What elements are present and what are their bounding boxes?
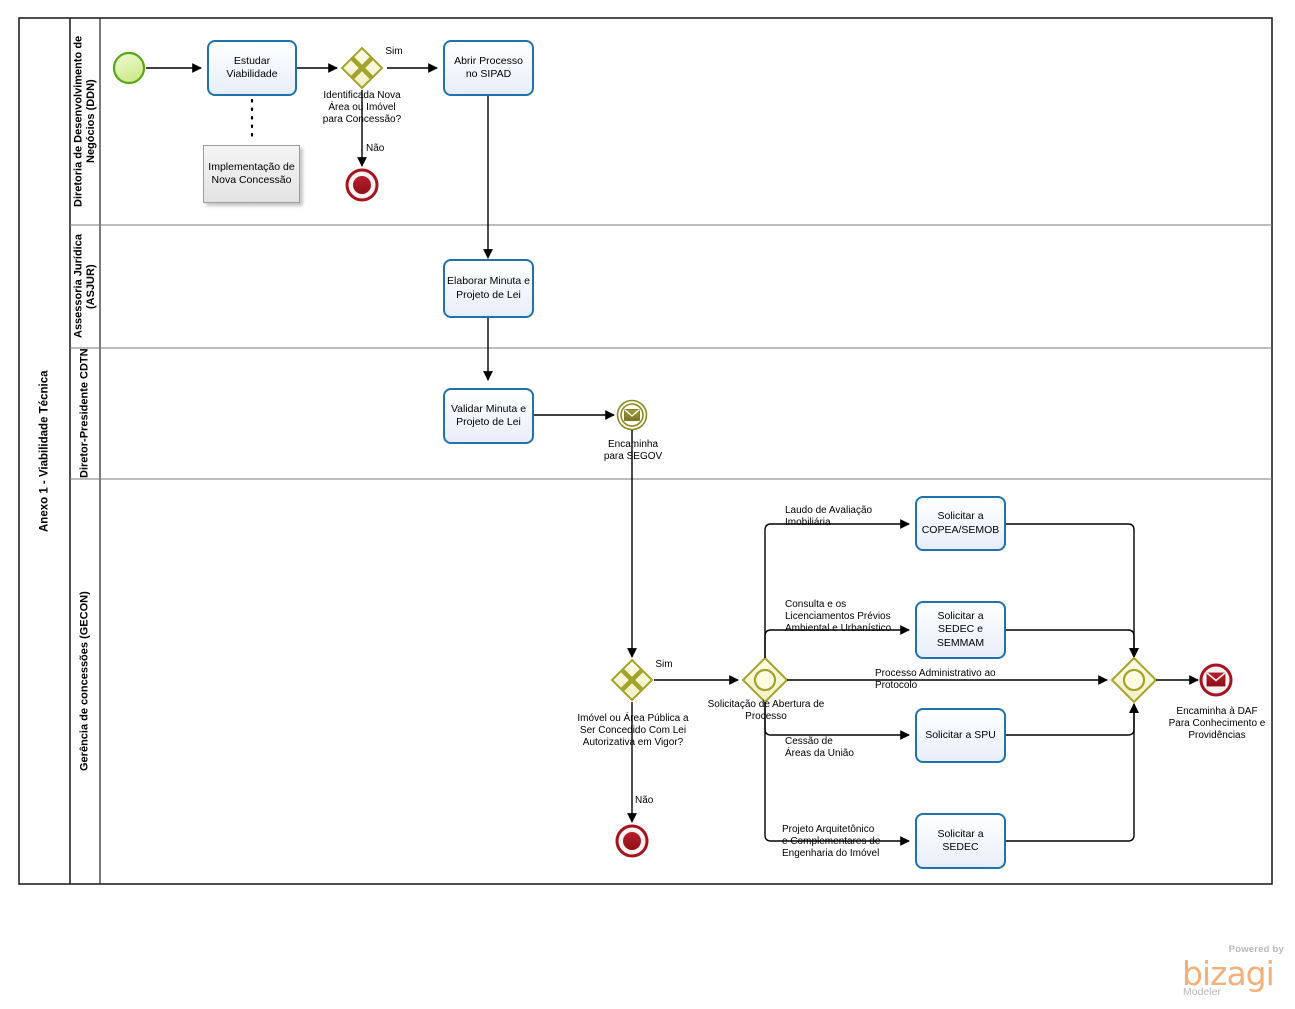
- event-label-encaminha-segov: Encaminha para SEGOV: [603, 439, 663, 463]
- end-message-daf-shape: [1199, 663, 1233, 697]
- flow-label-cessao-areas: Cessão de Áreas da União: [785, 736, 854, 760]
- gw-identificada-area-shape: [340, 46, 384, 90]
- task-solicitar-sedec-semmam[interactable]: Solicitar a SEDEC e SEMMAM: [915, 601, 1006, 659]
- task-abrir-processo-sipad[interactable]: Abrir Processo no SIPAD: [443, 40, 534, 96]
- pool-frame: [18, 17, 1273, 885]
- flow-label-processo-administrativo: Processo Administrativo ao Protocolo: [875, 668, 996, 692]
- gateway-label-identificada-area: Identificada Nova Área ou Imóvel para Co…: [322, 90, 402, 126]
- bizagi-edition-label: Modeler: [1183, 986, 1221, 998]
- task-solicitar-sedec[interactable]: Solicitar a SEDEC: [915, 813, 1006, 869]
- task-validar-minuta[interactable]: Validar Minuta e Projeto de Lei: [443, 388, 534, 444]
- lane-title-ddn: Diretoria de Desenvolvimento de Negócios…: [72, 35, 97, 208]
- task-estudar-viabilidade[interactable]: Estudar Viabilidade: [207, 40, 297, 96]
- end-event-nao-ddn-shape: [345, 168, 379, 202]
- gw-solicitacao-abertura-shape: [741, 656, 789, 704]
- task-solicitar-copea-semob[interactable]: Solicitar a COPEA/SEMOB: [915, 496, 1006, 551]
- flow-sedec-semmam-to-merge: [1006, 629, 1139, 658]
- flow-label-projeto-arquitetonico: Projeto Arquitetônico e Complementares d…: [782, 824, 881, 860]
- lane-title-dirpres: Diretor-Presidente CDTN: [78, 348, 91, 479]
- lane-title-asjur: Assessoria Jurídica (ASJUR): [72, 234, 97, 339]
- gw-merge-shape: [1110, 656, 1158, 704]
- flow-branch-projeto-arquitetonico: [764, 702, 910, 846]
- pool-title: Anexo 1 - Viabilidade Técnica: [38, 370, 51, 532]
- flow-label-laudo-avaliacao: Laudo de Avaliação Imobiliária: [785, 505, 873, 529]
- flow-label-nao-1: Não: [366, 143, 385, 154]
- flow-sedec-to-merge: [1006, 703, 1139, 842]
- powered-by-label: Powered by: [1228, 944, 1284, 955]
- event-label-encaminha-daf: Encaminha à DAF Para Conhecimento e Prov…: [1168, 706, 1266, 742]
- flow-spu-to-merge: [1006, 703, 1139, 736]
- task-solicitar-spu[interactable]: Solicitar a SPU: [915, 708, 1006, 763]
- flow-label-sim-1: Sim: [385, 46, 403, 57]
- task-elaborar-minuta[interactable]: Elaborar Minuta e Projeto de Lei: [443, 259, 534, 318]
- flow-branch-laudo: [764, 519, 910, 658]
- start-event: [112, 51, 146, 85]
- flow-branch-consulta: [764, 625, 910, 658]
- bizagi-branding: Powered by bizagi Modeler: [1182, 944, 1290, 1000]
- flow-label-nao-2: Não: [635, 795, 654, 806]
- gw-lei-autorizativa-shape: [610, 658, 654, 702]
- gateway-label-lei-autorizativa: Imóvel ou Área Pública a Ser Concedido C…: [577, 713, 689, 749]
- bizagi-wordmark: bizagi: [1182, 954, 1275, 993]
- subprocess-implementacao-nova-concessao[interactable]: Implementação de Nova Concessão: [203, 145, 300, 203]
- flow-label-sim-2: Sim: [655, 659, 673, 670]
- gateway-label-solicitacao-abertura: Solicitação de Abertura de Processo: [707, 699, 825, 723]
- message-encaminha-segov-shape: [616, 399, 648, 431]
- flow-copea-to-merge: [1006, 523, 1139, 658]
- lane-title-gecon: Gerência de concessões (GECON): [78, 591, 91, 772]
- flow-label-consulta-licenciamentos: Consulta e os Licenciamentos Prévios Amb…: [785, 599, 892, 635]
- end-event-nao-gecon-shape: [615, 824, 649, 858]
